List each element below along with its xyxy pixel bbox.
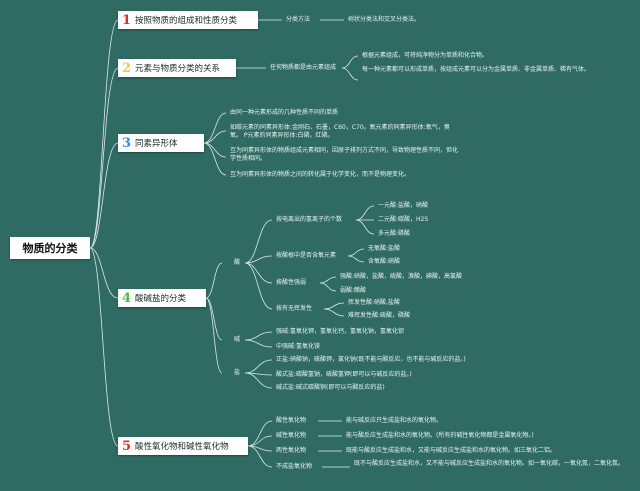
section-2-box: 2 元素与物质分类的关系	[118, 59, 236, 77]
acid-by-hydrogen-count: 按电离出的氢离子的个数	[276, 216, 343, 223]
medium-base: 中强碱:氢氧化镁	[276, 343, 321, 350]
allotrope-definition: 由同一种元素形成的几种性质不同的单质	[230, 109, 339, 116]
section-3-box: 3 同素异形体	[118, 134, 204, 152]
section-2-title: 元素与物质分类的关系	[135, 64, 221, 74]
oxygen-free-acid: 无氧酸:盐酸	[368, 245, 401, 252]
section-2-number: 2	[122, 60, 132, 76]
strong-acid: 强酸:硝酸，盐酸，硫酸，溴酸，碘酸，高氯酸	[340, 273, 463, 280]
nonvolatile-acid: 难挥发性酸:硫酸，磷酸	[348, 312, 411, 319]
section-5-title: 酸性氧化物和碱性氧化物	[135, 442, 229, 452]
diprotic-acid: 二元酸:碳酸，H2S	[378, 216, 429, 223]
acid-salt: 酸式盐:碳酸氢钠，硫酸氢钾(即可以与碱反应的盐。)	[276, 371, 412, 378]
classification-method-desc: 树状分类法和交叉分类法。	[348, 16, 421, 23]
section-1-box: 1 按照物质的组成和性质分类	[118, 11, 258, 29]
element-relation-detail-1: 根据元素组成，可将纯净物分为单质和化合物。	[362, 52, 489, 59]
section-5-box: 5 酸性氧化物和碱性氧化物	[118, 437, 248, 455]
volatile-acid: 挥发性酸:硝酸,盐酸	[348, 299, 400, 306]
acidic-oxide: 酸性氧化物	[276, 417, 307, 424]
nonsalt-oxide: 不成盐氧化物	[276, 463, 313, 470]
acid-node: 酸	[234, 259, 241, 266]
acid-by-oxygen: 按酸根中是否含氧元素	[276, 252, 337, 259]
section-3-number: 3	[122, 135, 132, 151]
base-node: 碱	[234, 336, 241, 343]
allotrope-examples: 如碳元素的同素异形体:金刚石、石墨，C60，C70。氧元素的同素异形体:氧气，臭…	[230, 124, 450, 139]
section-4-title: 酸碱盐的分类	[135, 294, 187, 304]
nonsalt-oxide-desc: 既不与酸反应生成盐和水，又不能与碱反应生成盐和水的氧化物。如一氧化碳，一氧化氮，…	[354, 460, 625, 467]
basic-oxide-desc: 能与酸反应生成盐和水的氧化物。(所有的碱性氧化物都是金属氧化物。)	[346, 432, 534, 439]
oxygen-acid: 含氧酸:硝酸	[368, 258, 401, 265]
normal-salt: 正盐:硝酸钠，硫酸钾，氯化钠(既不能与酸反应，也不能与碱反应的盐。)	[276, 356, 466, 363]
polyprotic-acid: 多元酸:磷酸	[378, 230, 411, 237]
root-node: 物质的分类	[10, 237, 90, 259]
basic-salt: 碱式盐:碱式碳酸铜(即可以与酸反应的盐)	[276, 384, 385, 391]
allotrope-conversion: 互为同素异形体的物质之间的转化属于化学变化，而不是物理变化。	[230, 171, 411, 178]
allotrope-property: 互为同素异形体的物质组成元素相同，因原子排列方式不同，导致物理性质不同，但化学性…	[230, 147, 459, 162]
weak-acid: 弱酸:醋酸	[340, 287, 367, 294]
strong-base: 强碱:氢氧化钾，氢氧化钙，氢氧化钠，氢氧化钡	[276, 328, 405, 335]
section-3-title: 同素异形体	[135, 139, 178, 149]
acid-by-volatility: 按有无挥发性	[276, 305, 313, 312]
element-relation-detail-2: 每一种元素都可以形成单质，按组成元素可以分为金属单质、非金属单质、稀有气体。	[362, 66, 591, 73]
section-4-box: 4 酸碱盐的分类	[118, 289, 206, 307]
section-5-number: 5	[122, 438, 132, 454]
classification-method: 分类方法	[286, 16, 311, 23]
section-4-number: 4	[122, 290, 132, 306]
section-1-title: 按照物质的组成和性质分类	[135, 16, 238, 26]
acid-by-strength: 按酸性强弱	[276, 279, 307, 286]
amphoteric-oxide: 两性氧化物	[276, 447, 307, 454]
acidic-oxide-desc: 能与碱反应只生成盐和水的氧化物。	[346, 417, 443, 424]
section-1-number: 1	[122, 12, 132, 28]
element-composition-node: 任何物质都是由元素组成	[270, 64, 337, 71]
basic-oxide: 碱性氧化物	[276, 432, 307, 439]
monoprotic-acid: 一元酸:盐酸，硝酸	[378, 202, 429, 209]
amphoteric-oxide-desc: 既能与酸反应生成盐和水，又能与碱反应生成盐和水的氧化物。如三氧化二铝。	[346, 447, 557, 454]
salt-node: 盐	[234, 369, 241, 376]
